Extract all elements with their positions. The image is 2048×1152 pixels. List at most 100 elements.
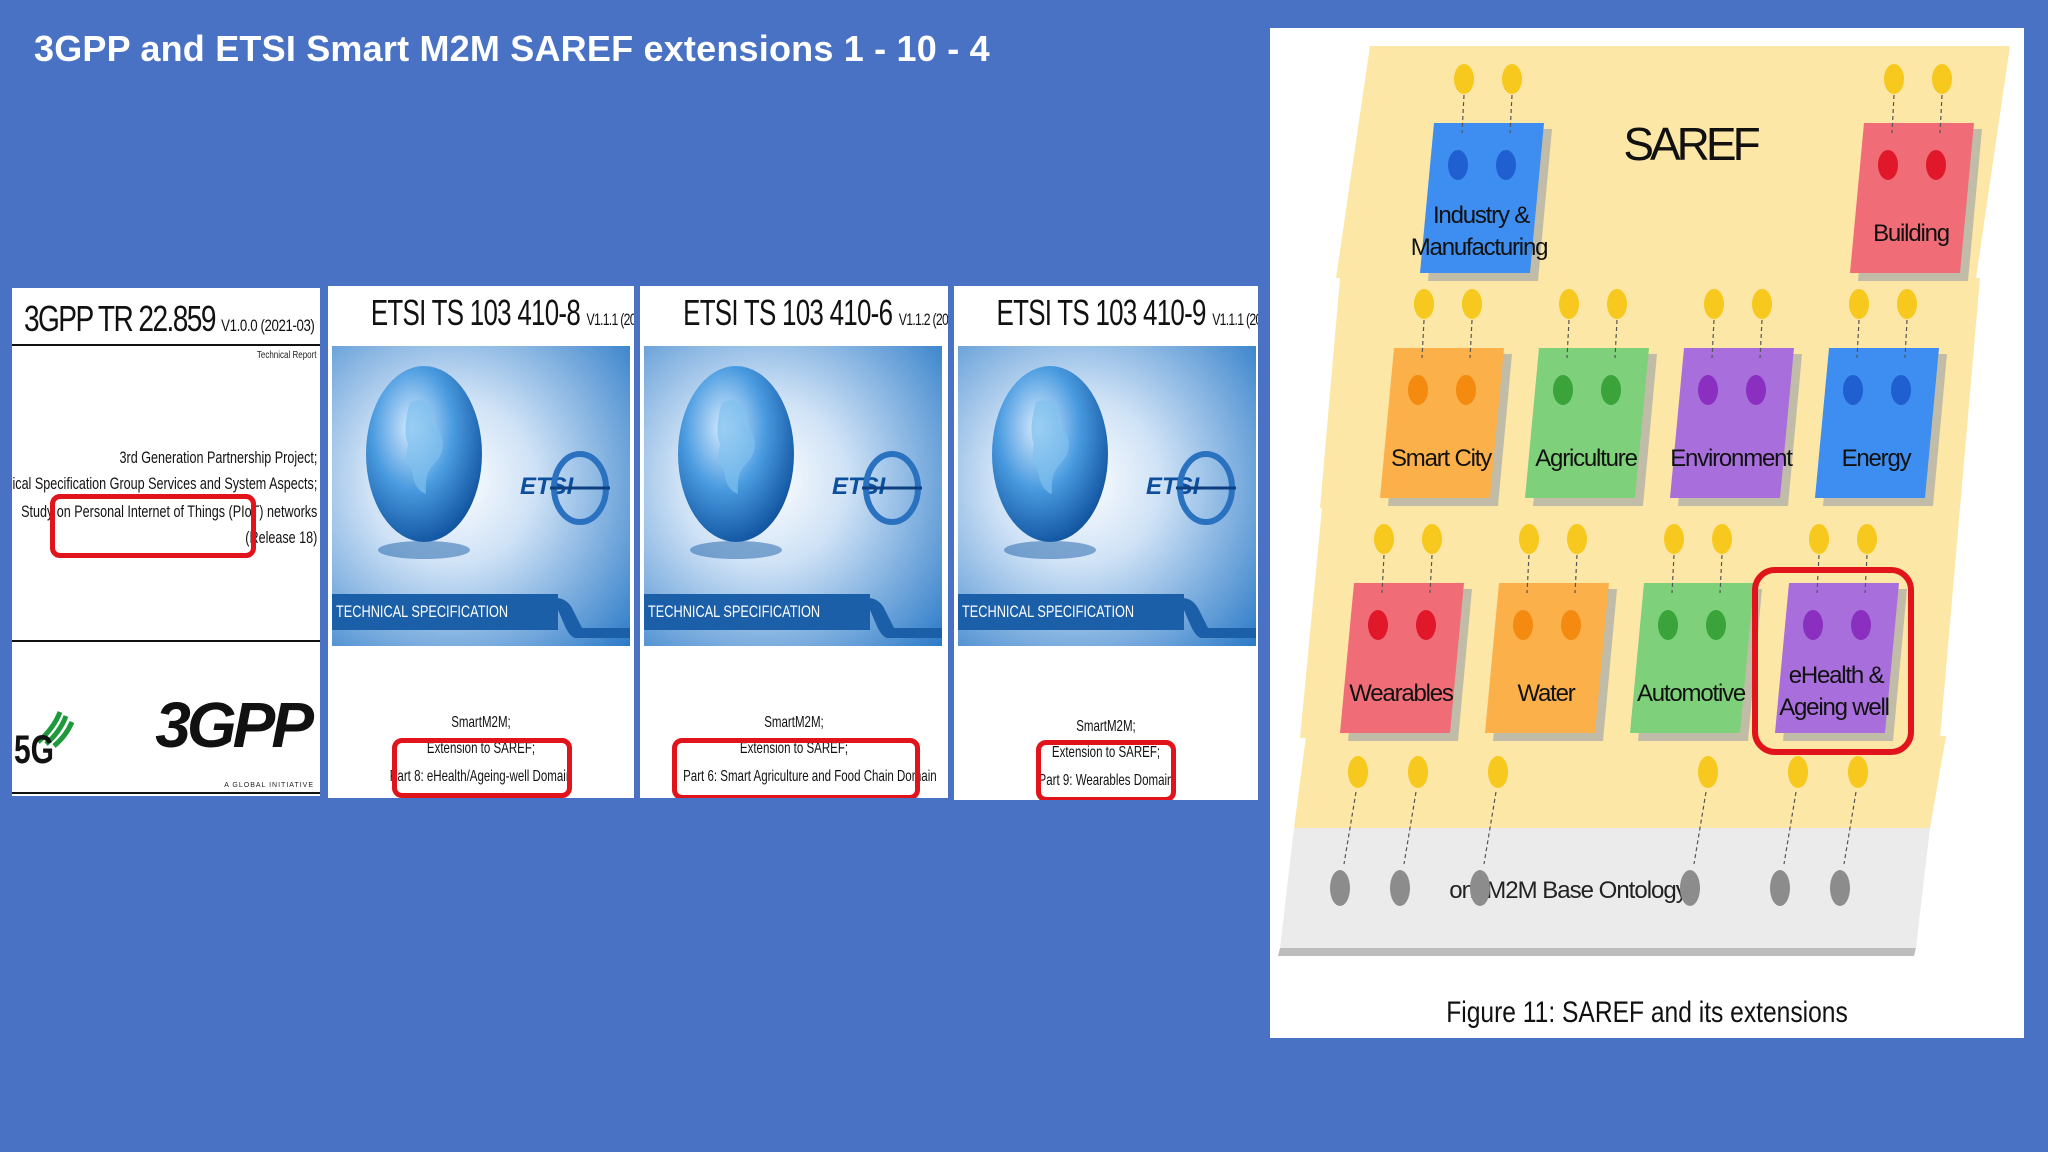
tile-label: Wearables xyxy=(1349,680,1454,707)
connector-dot xyxy=(1519,524,1539,554)
doc-etsi-ts-103410-6: ETSI TS 103 410-6 V1.1.2 (2020-05) ETSI … xyxy=(640,286,948,798)
doc-line: Technical Specification Group Services a… xyxy=(12,474,317,493)
spec-label: TECHNICAL SPECIFICATION xyxy=(336,602,509,621)
binding-dot xyxy=(1788,756,1808,788)
globe-cover-art: ETSI xyxy=(958,346,1256,646)
divider xyxy=(12,344,320,346)
saref-core-label: SAREF xyxy=(1623,118,1759,170)
concept-dot xyxy=(1496,150,1516,180)
connector-dot xyxy=(1559,289,1579,319)
doc-line: (Release 18) xyxy=(244,528,317,547)
connector-dot xyxy=(1857,524,1877,554)
concept-dot xyxy=(1456,375,1476,405)
doc-3gpp-tr-22859: 3GPP TR 22.859 V1.0.0 (2021-03) Technica… xyxy=(12,288,320,796)
tile-label: Building xyxy=(1873,220,1949,247)
concept-dot xyxy=(1851,610,1871,640)
highlight-box xyxy=(1752,567,1914,755)
doc-line: Part 9: Wearables Domain xyxy=(1038,772,1174,789)
connector-dot xyxy=(1502,64,1522,94)
tile-label: Ageing well xyxy=(1779,694,1889,721)
binding-dot xyxy=(1848,756,1868,788)
saref-figure: SAREF oneM2M Base Ontology Industry &Man… xyxy=(1270,28,2024,1038)
connector-dot xyxy=(1374,524,1394,554)
connector-dot xyxy=(1809,524,1829,554)
connector-dot xyxy=(1607,289,1627,319)
logo-5g: 5G xyxy=(14,728,55,772)
concept-dot xyxy=(1706,610,1726,640)
connector-dot xyxy=(1932,64,1952,94)
tile-label: Environment xyxy=(1670,445,1793,472)
concept-dot xyxy=(1408,375,1428,405)
connector-dot xyxy=(1664,524,1684,554)
base-dot xyxy=(1330,870,1350,906)
doc-line: Part 6: Smart Agriculture and Food Chain… xyxy=(683,768,937,785)
concept-dot xyxy=(1513,610,1533,640)
doc-line: Extension to SAREF; xyxy=(426,740,536,757)
report-type: Technical Report xyxy=(256,350,316,361)
connector-dot xyxy=(1462,289,1482,319)
saref-extension-tile: eHealth & Ageing well xyxy=(1775,524,1907,741)
spec-label: TECHNICAL SPECIFICATION xyxy=(648,602,821,621)
connector-dot xyxy=(1704,289,1724,319)
base-dot xyxy=(1680,870,1700,906)
binding-dot xyxy=(1408,756,1428,788)
highlight-box xyxy=(672,738,920,798)
highlight-box xyxy=(50,494,256,558)
base-dot xyxy=(1830,870,1850,906)
spec-label: TECHNICAL SPECIFICATION xyxy=(962,602,1135,621)
binding-dot xyxy=(1348,756,1368,788)
highlight-box xyxy=(1036,740,1176,800)
highlight-box xyxy=(392,738,572,798)
saref-extension-tile: Building xyxy=(1850,64,1982,281)
globe-cover-art: ETSI xyxy=(332,346,630,646)
divider xyxy=(12,792,320,794)
saref-extension-tile: Water xyxy=(1485,524,1617,741)
tile-label: Energy xyxy=(1842,445,1912,472)
tile-label: Smart City xyxy=(1391,445,1492,472)
binding-band xyxy=(1294,736,1946,828)
doc-line: Extension to SAREF; xyxy=(739,740,849,757)
concept-dot xyxy=(1878,150,1898,180)
concept-dot xyxy=(1746,375,1766,405)
tile-label: Manufacturing xyxy=(1411,234,1548,261)
divider xyxy=(12,640,320,642)
base-shadow xyxy=(1278,948,1916,956)
concept-dot xyxy=(1368,610,1388,640)
tile-label: Agriculture xyxy=(1535,445,1637,472)
concept-dot xyxy=(1448,150,1468,180)
doc-title: ETSI TS 103 410-9 V1.1.1 (2020-07) xyxy=(996,292,1258,333)
connector-dot xyxy=(1897,289,1917,319)
saref-extension-tile: Smart City xyxy=(1380,289,1512,506)
globe-cover-art: ETSI xyxy=(644,346,942,646)
doc-line: Extension to SAREF; xyxy=(1051,744,1161,761)
binding-dot xyxy=(1698,756,1718,788)
connector-dot xyxy=(1567,524,1587,554)
slide-title: 3GPP and ETSI Smart M2M SAREF extensions… xyxy=(34,28,990,69)
concept-dot xyxy=(1698,375,1718,405)
saref-extension-tile: Automotive xyxy=(1630,524,1762,741)
tagline: A GLOBAL INITIATIVE xyxy=(224,782,314,789)
connector-dot xyxy=(1849,289,1869,319)
concept-dot xyxy=(1561,610,1581,640)
connector-dot xyxy=(1422,524,1442,554)
figure-caption: Figure 11: SAREF and its extensions xyxy=(1446,996,1848,1029)
connector-dot xyxy=(1752,289,1772,319)
doc-title: ETSI TS 103 410-6 V1.1.2 (2020-05) xyxy=(683,292,948,333)
base-dot xyxy=(1470,870,1490,906)
tile-label: Industry & xyxy=(1433,202,1530,229)
tile-label: Automotive xyxy=(1637,680,1746,707)
doc-line: SmartM2M; xyxy=(451,714,511,731)
connector-dot xyxy=(1712,524,1732,554)
saref-extension-tile: Environment xyxy=(1670,289,1802,506)
tile-label: eHealth & xyxy=(1789,662,1885,689)
saref-extension-tile: Agriculture xyxy=(1525,289,1657,506)
doc-line: Study on Personal Internet of Things (PI… xyxy=(20,502,317,521)
base-ontology-band xyxy=(1280,828,1930,948)
doc-title: 3GPP TR 22.859 V1.0.0 (2021-03) xyxy=(23,298,314,339)
saref-extension-tile: Energy xyxy=(1815,289,1947,506)
concept-dot xyxy=(1416,610,1436,640)
concept-dot xyxy=(1926,150,1946,180)
tile-label: Water xyxy=(1517,680,1575,707)
concept-dot xyxy=(1803,610,1823,640)
signal-icon xyxy=(36,711,75,748)
